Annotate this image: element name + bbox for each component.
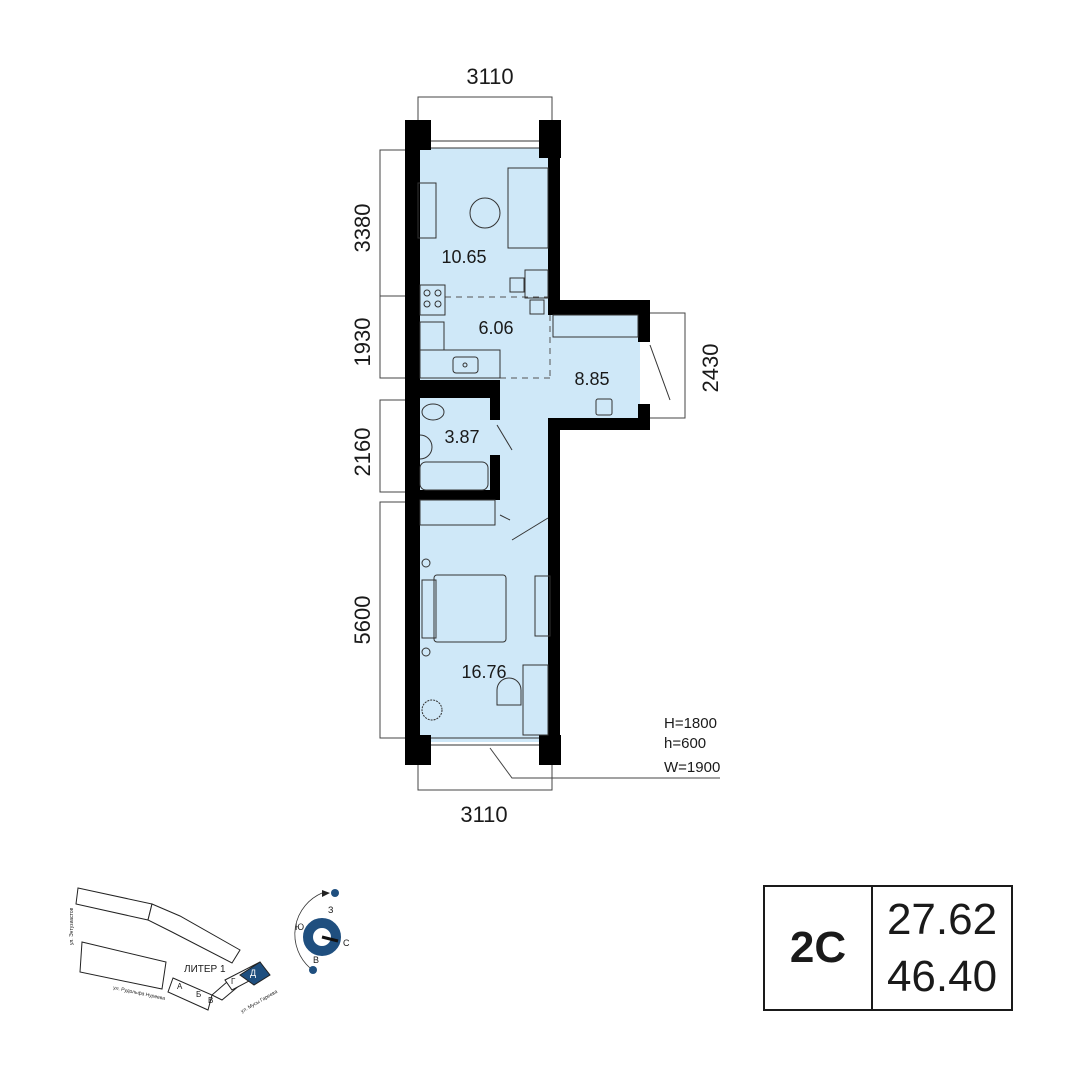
furniture xyxy=(417,167,671,736)
dim-left-2: 1930 xyxy=(350,318,375,367)
dim-right: 2430 xyxy=(698,344,723,393)
total-area: 46.40 xyxy=(886,951,998,1001)
desk-icon xyxy=(522,664,549,736)
chair-icon xyxy=(496,677,522,706)
dim-top: 3110 xyxy=(466,64,513,89)
sill-height: h=600 xyxy=(664,735,706,752)
bathtub-icon xyxy=(419,461,489,491)
dim-bottom: 3110 xyxy=(460,802,507,827)
table-icon xyxy=(469,197,501,229)
dim-left-4: 5600 xyxy=(350,596,375,645)
street-label: ул. Мусы Гареева xyxy=(240,989,279,1015)
compass-south: Ю xyxy=(295,922,304,932)
sofa-icon xyxy=(507,167,549,249)
stove-icon xyxy=(419,284,446,316)
room-areas: 10.65 6.06 8.85 3.87 16.76 xyxy=(441,247,609,682)
bedroom-wardrobe-icon xyxy=(419,499,496,526)
area-hall: 8.85 xyxy=(574,369,609,389)
plant-icon xyxy=(421,699,443,721)
section-d-highlighted: Д xyxy=(250,968,256,978)
area-living: 10.65 xyxy=(441,247,486,267)
zone-dividers xyxy=(445,296,551,379)
area-kitchen: 6.06 xyxy=(478,318,513,338)
wardrobe-icon xyxy=(552,314,639,338)
bed-icon xyxy=(433,574,507,643)
window-note: H=1800 h=600 W=1900 xyxy=(664,715,720,776)
dim-left-3: 2160 xyxy=(350,428,375,477)
compass-icon: З Ю С В xyxy=(294,889,350,974)
windows xyxy=(431,140,539,746)
window-width: W=1900 xyxy=(664,759,720,776)
section-a: А xyxy=(177,982,183,991)
door-icon xyxy=(649,344,671,401)
sun-icon xyxy=(331,889,339,897)
apartment-info-box: 2С 27.62 46.40 xyxy=(763,885,1013,1011)
apartment-type: 2С xyxy=(765,887,873,1009)
street-label: ул. Энтузиастов xyxy=(69,907,75,945)
compass-west: З xyxy=(328,905,333,915)
window-height: H=1800 xyxy=(664,715,717,732)
walls xyxy=(405,120,650,765)
area-bathroom: 3.87 xyxy=(444,427,479,447)
dim-left-1: 3380 xyxy=(350,204,375,253)
dimension-labels: 3110 3110 3380 1930 2160 5600 2430 xyxy=(350,64,723,827)
building-label: ЛИТЕР 1 xyxy=(184,964,226,975)
compass-east: В xyxy=(313,955,319,965)
floor-fill xyxy=(420,148,640,742)
section-b: Б xyxy=(196,990,201,999)
tv-icon-bedroom xyxy=(534,575,551,637)
area-bedroom: 16.76 xyxy=(461,662,506,682)
washbasin-icon xyxy=(419,434,433,460)
sink-icon xyxy=(452,356,479,374)
section-g: Г xyxy=(231,977,236,986)
tv-icon xyxy=(417,182,437,239)
dimension-lines xyxy=(379,96,720,791)
site-plan xyxy=(75,887,271,1011)
compass-north: С xyxy=(343,938,350,948)
living-area: 27.62 xyxy=(886,894,998,944)
section-v: В xyxy=(208,996,213,1005)
sun-icon xyxy=(309,966,317,974)
toilet-icon xyxy=(421,403,445,421)
